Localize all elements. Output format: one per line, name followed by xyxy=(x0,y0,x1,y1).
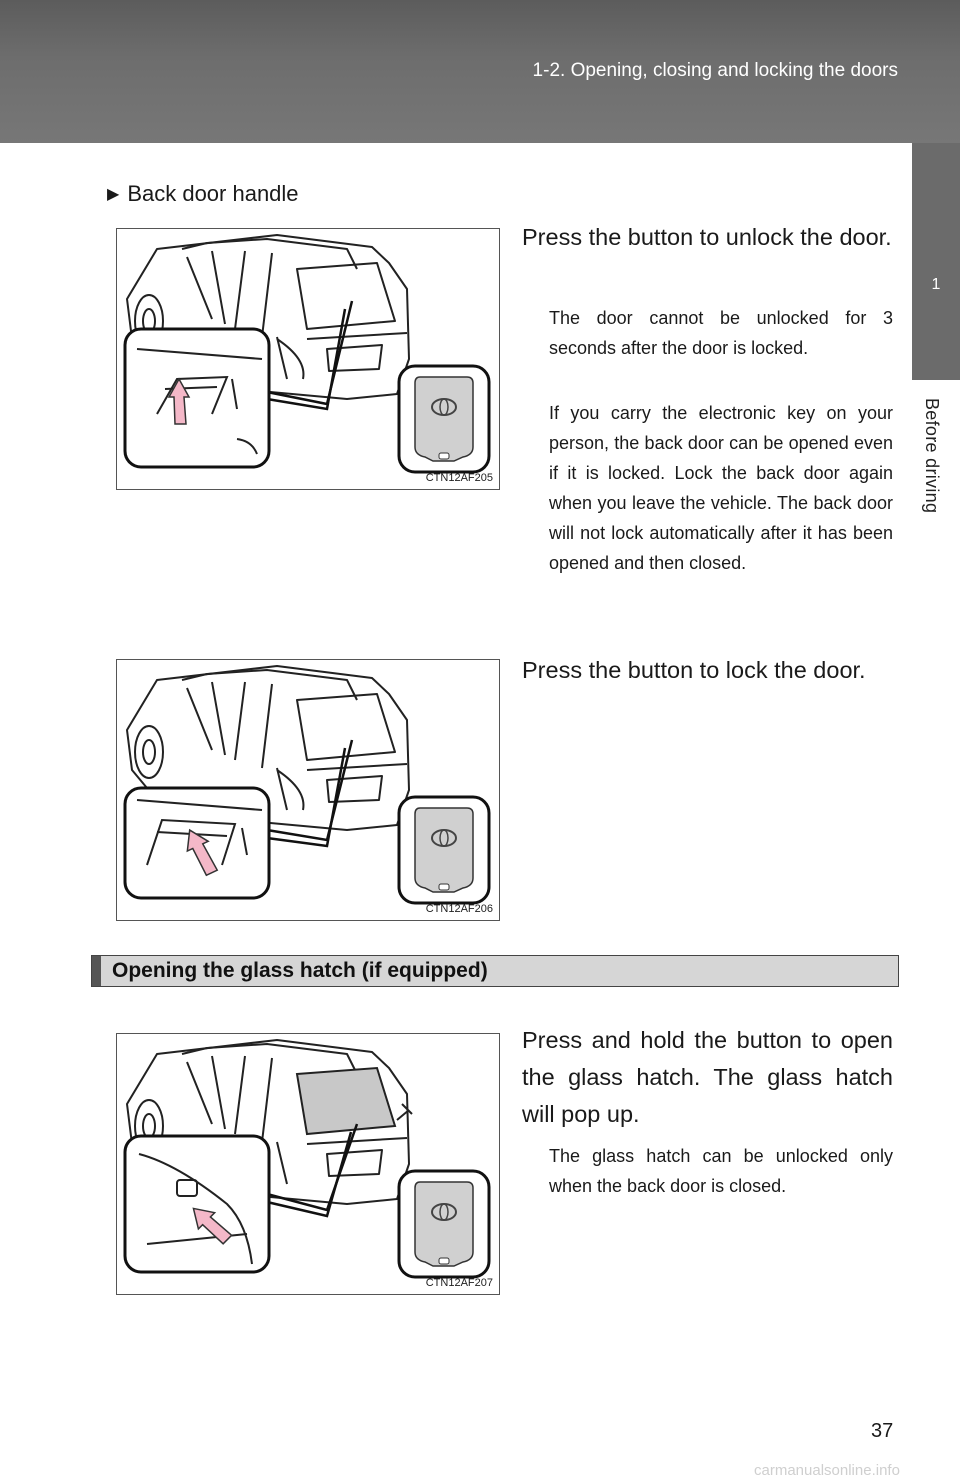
note-unlock-delay: The door cannot be unlocked for 3 second… xyxy=(549,308,893,358)
instruction-lock: Press the button to lock the door. xyxy=(522,657,866,683)
section-heading: Opening the glass hatch (if equipped) xyxy=(91,955,899,987)
figure-code: CTN12AF205 xyxy=(425,472,493,484)
subsection-heading: ▶ Back door handle xyxy=(107,181,299,207)
figure-unlock-back-door: CTN12AF205 xyxy=(116,228,500,490)
note-glass-hatch: The glass hatch can be unlocked only whe… xyxy=(549,1146,893,1196)
section-title: Opening the glass hatch (if equipped) xyxy=(112,959,488,982)
page-number: 37 xyxy=(871,1420,894,1442)
figure-code: CTN12AF206 xyxy=(425,903,493,915)
chapter-number: 1 xyxy=(931,276,941,293)
chapter-tab: 1 xyxy=(912,143,960,380)
subsection-heading-text: Back door handle xyxy=(127,181,299,206)
instruction-unlock: Press the button to unlock the door. xyxy=(522,224,892,250)
vehicle-illustration xyxy=(123,665,491,905)
figure-code: CTN12AF207 xyxy=(425,1277,493,1289)
figure-glass-hatch: CTN12AF207 xyxy=(116,1033,500,1295)
watermark: carmanualsonline.info xyxy=(754,1462,900,1479)
instruction-glass-hatch: Press and hold the button to open the gl… xyxy=(522,1027,893,1127)
section-marker xyxy=(92,956,101,986)
triangle-bullet-icon: ▶ xyxy=(107,186,120,203)
figure-lock-back-door: CTN12AF206 xyxy=(116,659,500,921)
page-header: 1-2. Opening, closing and locking the do… xyxy=(0,0,960,143)
chapter-title: 1-2. Opening, closing and locking the do… xyxy=(532,60,898,81)
note-electronic-key: If you carry the electronic key on your … xyxy=(549,403,893,573)
chapter-label: Before driving xyxy=(922,398,942,514)
vehicle-illustration xyxy=(123,1039,491,1279)
vehicle-illustration xyxy=(123,234,491,474)
